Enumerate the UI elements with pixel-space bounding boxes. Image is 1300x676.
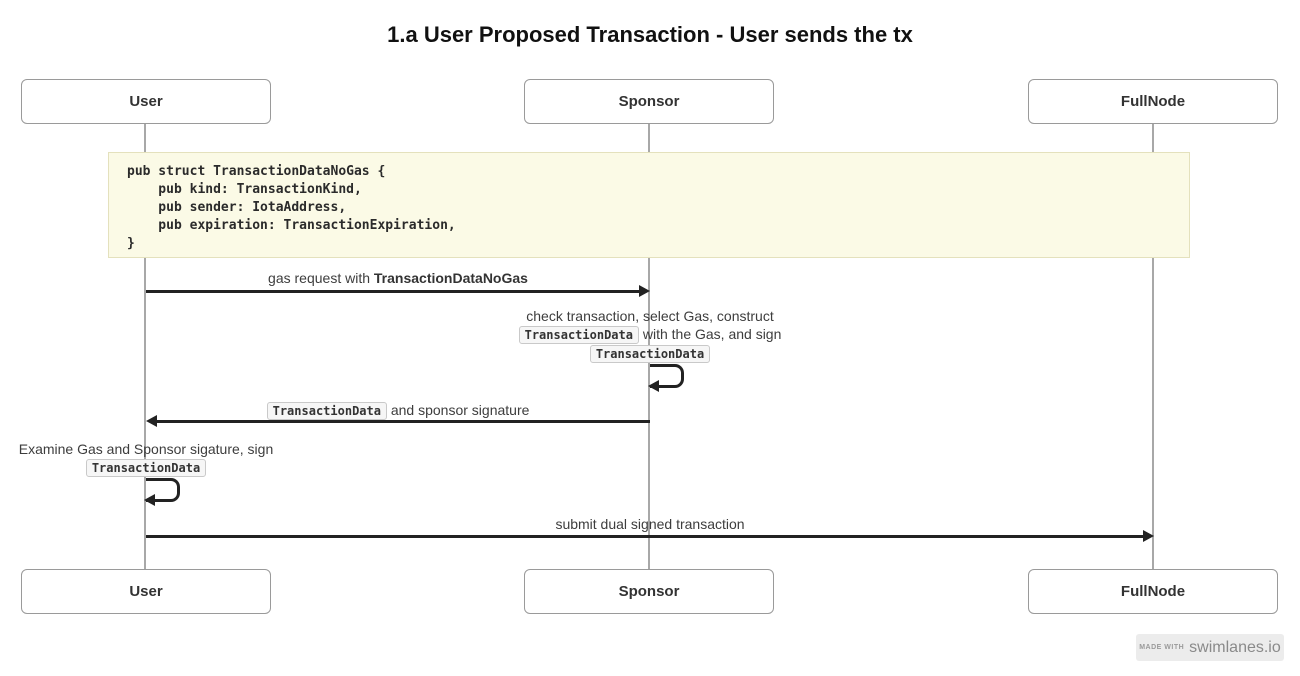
message-2-code-chip: TransactionData: [518, 326, 639, 344]
lifeline-user: [144, 124, 146, 569]
message-2-code-chip: TransactionData: [589, 345, 711, 363]
message-1-arrowhead-icon: [639, 285, 650, 297]
actor-bottom-fullnode: FullNode: [1028, 569, 1278, 614]
message-1-text: gas request with: [268, 270, 374, 286]
message-5-text: submit dual signed transaction: [555, 516, 745, 532]
actor-bottom-sponsor: Sponsor: [524, 569, 774, 614]
code-note: pub struct TransactionDataNoGas { pub ki…: [108, 152, 1190, 258]
message-4-self-loop: [146, 478, 180, 502]
message-5-arrow: [146, 535, 1145, 538]
actor-top-sponsor: Sponsor: [524, 79, 774, 124]
made-with-label: MADE WITH: [1139, 644, 1185, 651]
actor-label: User: [129, 583, 163, 600]
message-1-label: gas request with TransactionDataNoGas: [146, 269, 650, 287]
message-1-bold: TransactionDataNoGas: [373, 270, 528, 286]
actor-bottom-user: User: [21, 569, 271, 614]
swimlanes-brand-link[interactable]: swimlanes.io: [1189, 638, 1281, 656]
message-5-label: submit dual signed transaction: [146, 515, 1154, 533]
actor-top-fullnode: FullNode: [1028, 79, 1278, 124]
actor-label: Sponsor: [618, 583, 680, 600]
diagram-title: 1.a User Proposed Transaction - User sen…: [387, 22, 913, 47]
actor-label: Sponsor: [618, 93, 680, 110]
message-3-label: TransactionData and sponsor signature: [146, 401, 650, 420]
actor-label: User: [129, 93, 163, 110]
actor-label: FullNode: [1120, 583, 1186, 600]
message-2-label: check transaction, select Gas, construct…: [450, 307, 850, 363]
message-1-arrow: [146, 290, 641, 293]
message-2-line2: with the Gas, and sign: [638, 326, 782, 342]
message-4-arrowhead-icon: [144, 494, 155, 506]
message-2-line1: check transaction, select Gas, construct: [526, 308, 774, 324]
message-3-text: and sponsor signature: [386, 402, 530, 418]
message-3-arrowhead-icon: [146, 415, 157, 427]
lifeline-fullnode: [1152, 124, 1154, 569]
message-4-code-chip: TransactionData: [85, 459, 207, 477]
message-3-code-chip: TransactionData: [266, 402, 387, 420]
code-note-text: pub struct TransactionDataNoGas { pub ki…: [127, 164, 456, 251]
message-2-self-loop: [650, 364, 684, 388]
swimlanes-badge[interactable]: MADE WITH swimlanes.io: [1136, 634, 1284, 661]
message-3-arrow: [156, 420, 650, 423]
message-4-line1: Examine Gas and Sponsor sigature, sign: [18, 441, 274, 457]
actor-label: FullNode: [1120, 93, 1186, 110]
message-4-label: Examine Gas and Sponsor sigature, sign T…: [0, 440, 292, 477]
actor-top-user: User: [21, 79, 271, 124]
message-2-arrowhead-icon: [648, 380, 659, 392]
message-5-arrowhead-icon: [1143, 530, 1154, 542]
